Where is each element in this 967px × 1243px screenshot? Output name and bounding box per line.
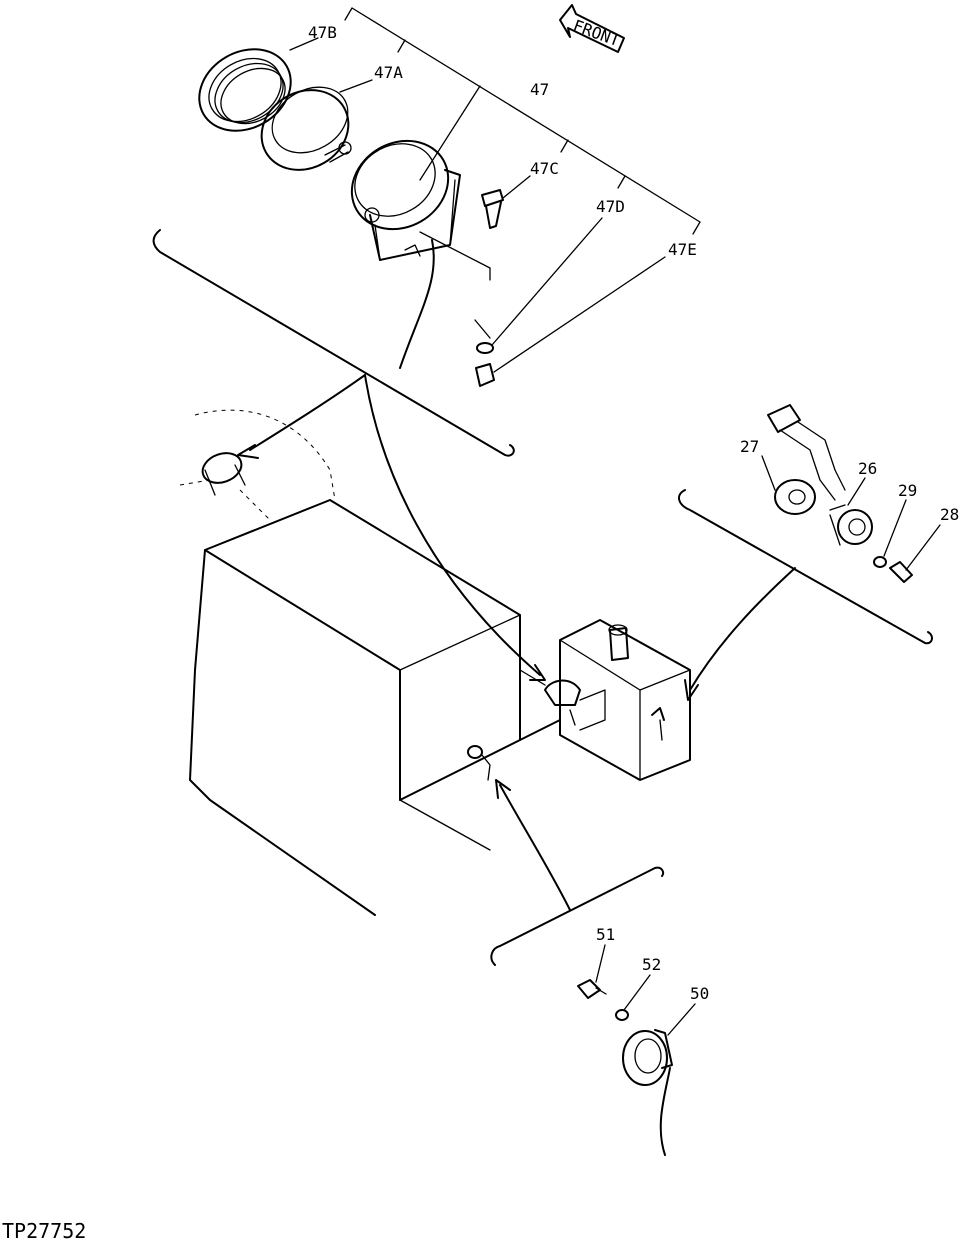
upper-light-mount: [179, 409, 336, 521]
rear-mount-point: [651, 707, 665, 741]
front-label: FRONT: [571, 16, 623, 50]
label-29: 29: [898, 481, 917, 500]
mounting-plate-27: [761, 455, 816, 515]
label-47b: 47B: [308, 23, 337, 42]
beacon-detail-callout: [678, 489, 933, 701]
crank-handle: [767, 404, 846, 501]
label-47c: 47C: [530, 159, 559, 178]
bolt-47c: [481, 175, 531, 229]
front-direction-arrow: FRONT: [559, 4, 625, 53]
figure-id: TP27752: [2, 1219, 86, 1243]
bolt-28: [889, 524, 941, 583]
label-26: 26: [858, 459, 877, 478]
washer-29: [873, 499, 907, 568]
work-light-47: [350, 139, 491, 369]
label-47d: 47D: [596, 197, 625, 216]
hub-26: [829, 477, 873, 546]
horn-detail-callout: [490, 779, 665, 966]
label-47a: 47A: [374, 63, 403, 82]
machine-body: [189, 499, 561, 916]
horn-50: [622, 1003, 696, 1156]
light-detail-callout: [152, 229, 546, 681]
side-box: [519, 619, 691, 781]
callout-labels: 47B 47A 47 47C 47D 47E 27 26 29 28 51 52…: [308, 23, 959, 1003]
washer-52: [615, 974, 651, 1021]
nut-47e: [474, 256, 666, 387]
label-27: 27: [740, 437, 759, 456]
light-assembly-bracket: [344, 7, 701, 235]
label-28: 28: [940, 505, 959, 524]
label-52: 52: [642, 955, 661, 974]
bolt-51: [577, 944, 607, 999]
lower-mount-point: [467, 745, 491, 781]
label-51: 51: [596, 925, 615, 944]
label-47: 47: [530, 80, 549, 99]
label-47e: 47E: [668, 240, 697, 259]
label-50: 50: [690, 984, 709, 1003]
washer-47d: [476, 217, 603, 354]
lamp-unit-47a: [260, 79, 373, 171]
bezel-ring-47b: [198, 37, 319, 132]
